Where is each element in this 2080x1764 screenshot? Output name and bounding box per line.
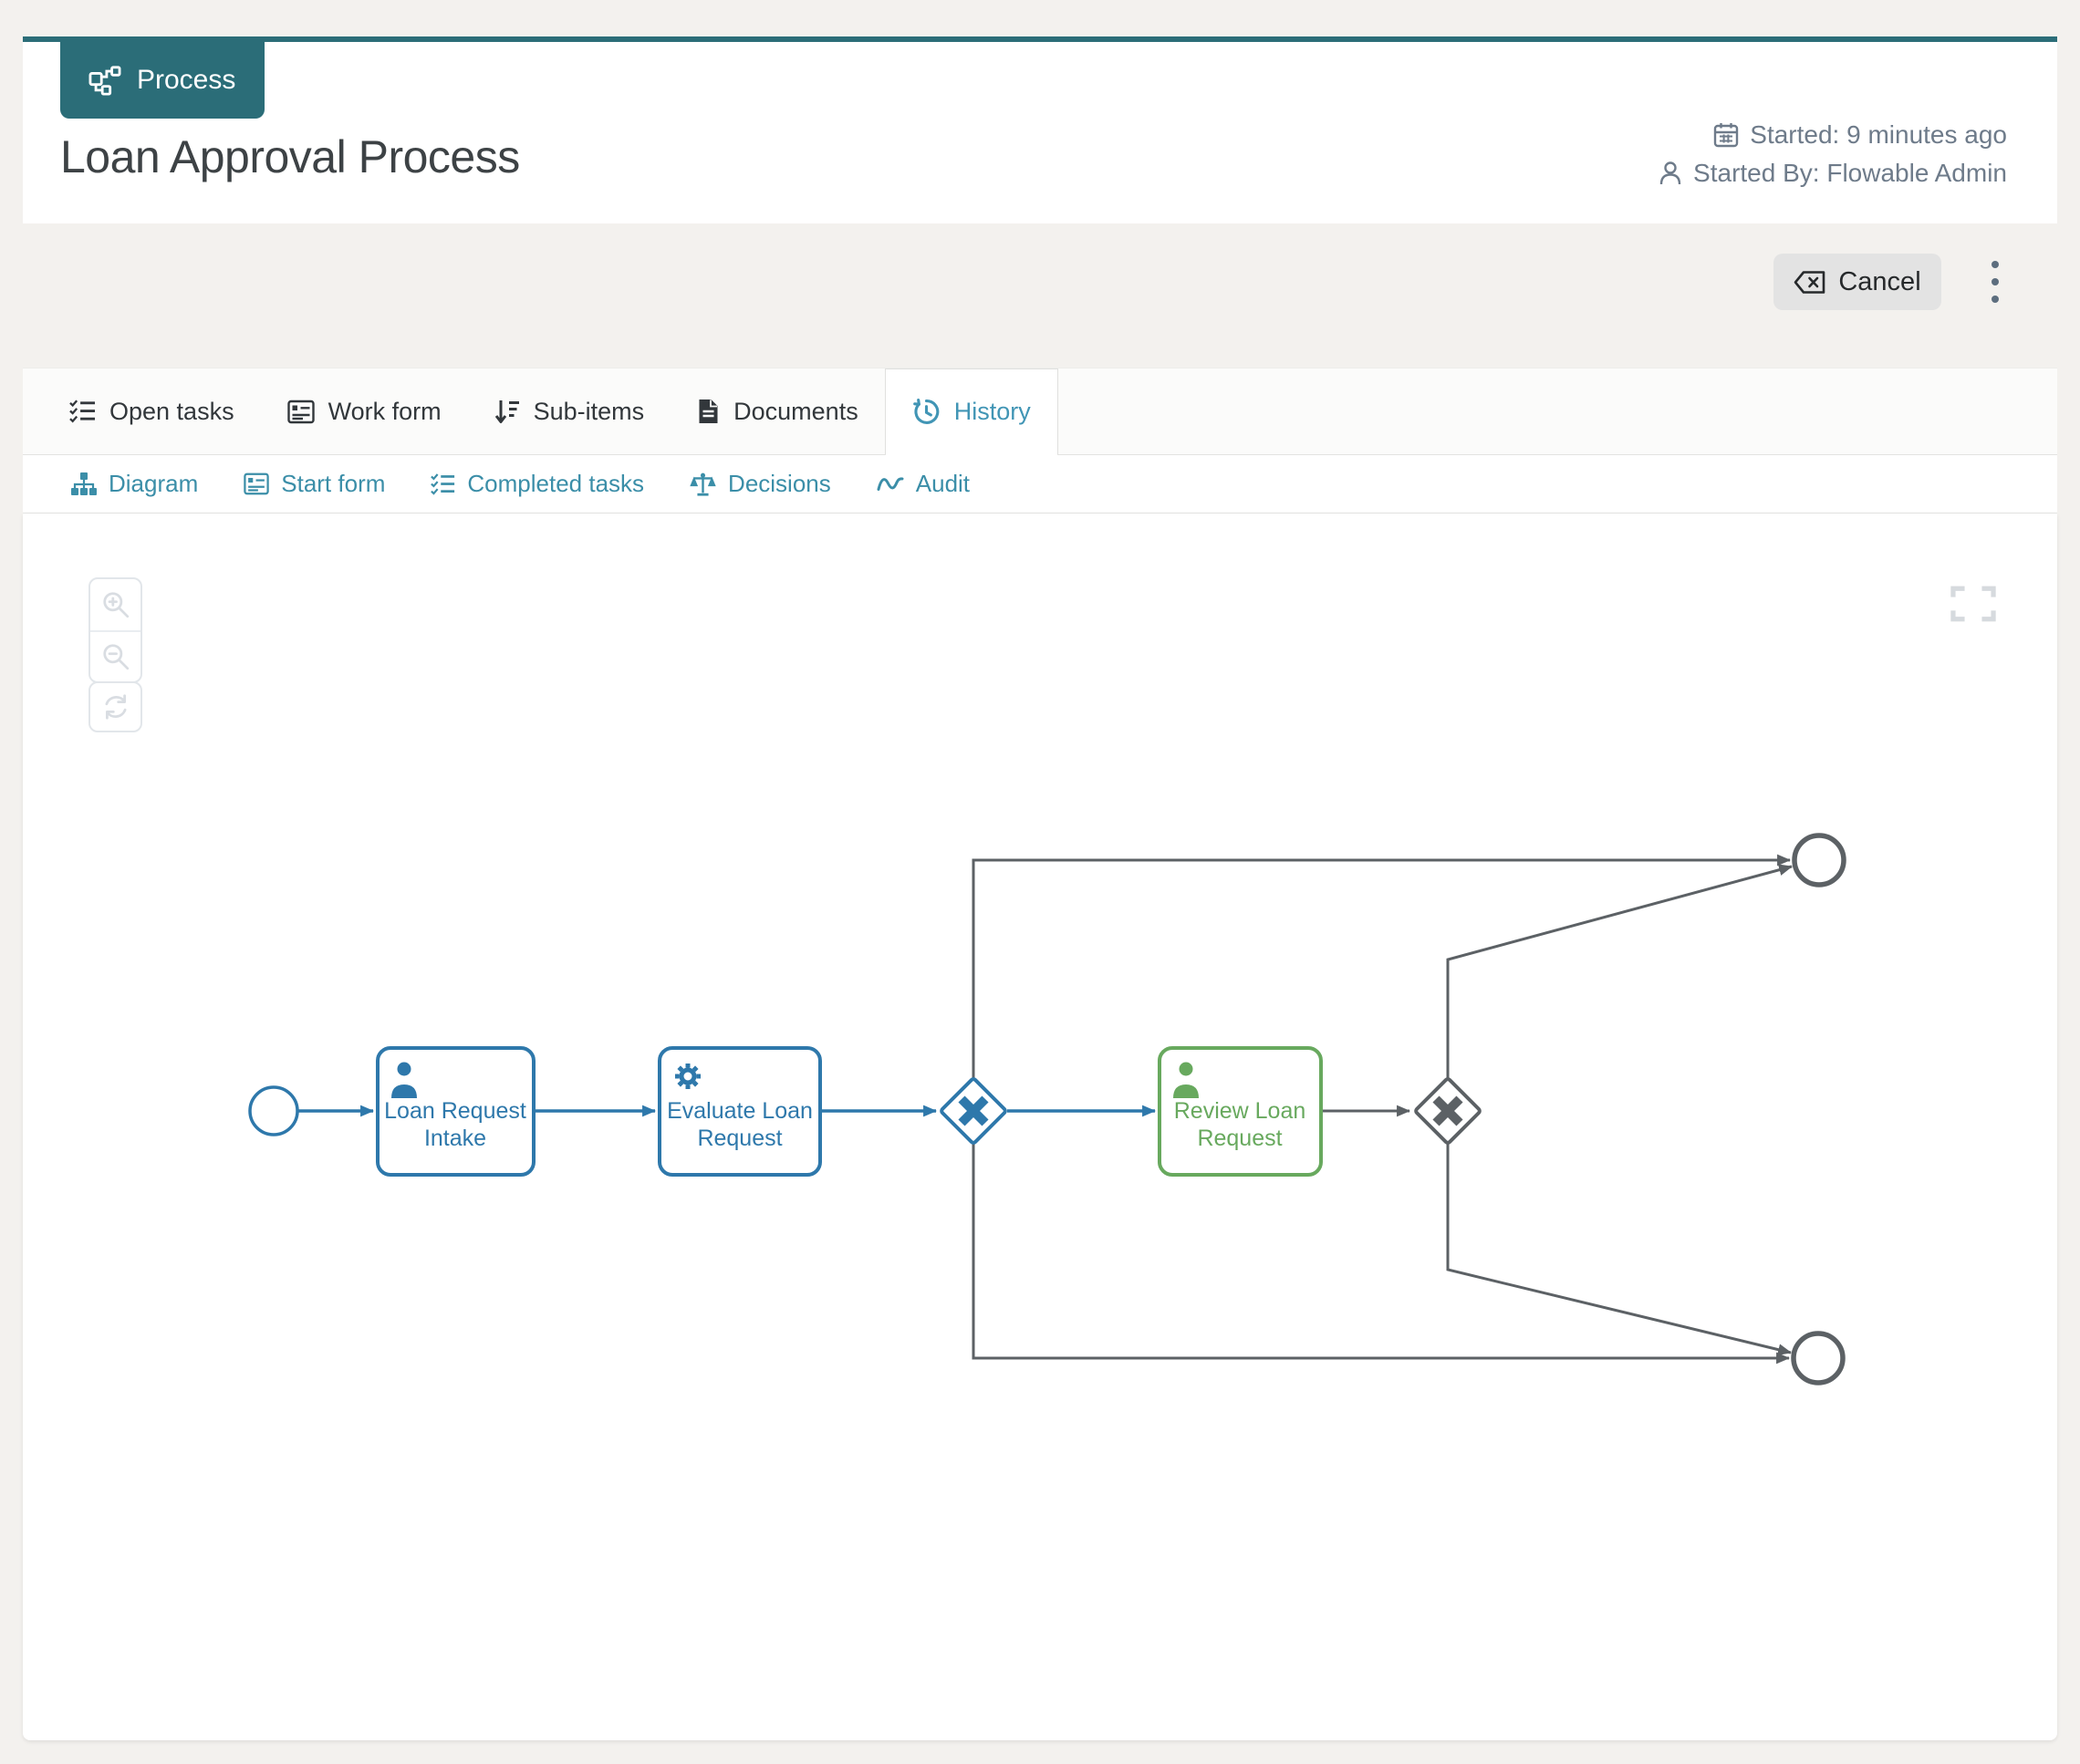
kebab-dot	[1992, 261, 1999, 268]
task-label-line1: Review Loan	[1174, 1098, 1306, 1124]
started-by-row: Started By: Flowable Admin	[1659, 159, 2007, 188]
flow-gateway2-to-top-end	[1446, 864, 1794, 1080]
history-subtab-bar: Diagram Start form Completed tasks	[23, 455, 2057, 514]
flow-gateway1-to-top-end	[972, 854, 1792, 1080]
flow-gateway2-to-bottom-end	[1446, 1142, 1793, 1355]
subtab-completed-tasks[interactable]: Completed tasks	[408, 455, 667, 513]
fullscreen-icon	[1950, 586, 1996, 622]
tab-label: Work form	[328, 397, 442, 425]
form-icon	[244, 472, 269, 495]
exclusive-gateway-2	[1414, 1077, 1482, 1145]
subtab-label: Diagram	[109, 470, 199, 497]
tab-label: Documents	[733, 397, 858, 425]
kebab-dot	[1992, 296, 1999, 303]
zoom-controls	[88, 577, 142, 732]
user-task-icon	[1173, 1062, 1199, 1098]
history-icon	[912, 398, 940, 424]
page-title: Loan Approval Process	[60, 131, 520, 182]
refresh-icon	[104, 694, 127, 720]
sitemap-icon	[71, 472, 97, 495]
tab-open-tasks[interactable]: Open tasks	[43, 368, 261, 454]
document-icon	[699, 399, 718, 423]
more-actions-menu[interactable]	[1981, 259, 2009, 305]
service-task-icon	[675, 1064, 701, 1089]
started-by-text: Started By: Flowable Admin	[1693, 159, 2007, 187]
end-event-top	[1792, 833, 1846, 887]
scale-icon	[690, 472, 716, 496]
tab-history[interactable]: History	[884, 368, 1058, 455]
cancel-label: Cancel	[1838, 266, 1921, 296]
zoom-in-icon	[102, 592, 129, 618]
tasks-icon	[431, 472, 455, 495]
tab-work-form[interactable]: Work form	[261, 368, 468, 454]
subtab-audit[interactable]: Audit	[854, 455, 993, 513]
tab-bar: Open tasks Work form Sub-items Documents	[23, 368, 2057, 455]
diagram-canvas[interactable]: Loan Request Intake Evaluate Loan Reques…	[23, 514, 2057, 1740]
subtab-label: Audit	[915, 470, 971, 497]
task-label-line1: Evaluate Loan	[667, 1098, 813, 1124]
tab-label: History	[953, 398, 1031, 425]
subtab-label: Completed tasks	[467, 470, 645, 497]
task-review-loan-request[interactable]: Review Loan Request	[1158, 1046, 1323, 1177]
zoom-reset-button[interactable]	[90, 683, 140, 731]
zoom-out-button[interactable]	[90, 630, 140, 681]
started-text: Started: 9 minutes ago	[1750, 120, 2007, 149]
subtab-diagram[interactable]: Diagram	[48, 455, 221, 513]
process-type-badge: Process	[60, 42, 265, 119]
subtab-label: Decisions	[728, 470, 831, 497]
tab-sub-items[interactable]: Sub-items	[468, 368, 671, 454]
tasks-icon	[69, 399, 96, 423]
task-loan-request-intake[interactable]: Loan Request Intake	[376, 1046, 536, 1177]
subtab-start-form[interactable]: Start form	[221, 455, 408, 513]
subtab-label: Start form	[281, 470, 386, 497]
tab-label: Open tasks	[109, 397, 234, 425]
zoom-out-icon	[102, 644, 129, 670]
task-label-line2: Request	[1197, 1126, 1282, 1151]
end-event-bottom	[1791, 1331, 1846, 1385]
subtab-decisions[interactable]: Decisions	[667, 455, 854, 513]
started-row: Started: 9 minutes ago	[1713, 120, 2007, 150]
calendar-icon	[1713, 122, 1739, 148]
exclusive-gateway-1	[940, 1077, 1007, 1145]
start-event	[248, 1085, 299, 1136]
process-icon	[88, 65, 122, 96]
flow-gateway1-to-bottom-end	[972, 1142, 1791, 1365]
zoom-in-button[interactable]	[90, 579, 140, 630]
task-evaluate-loan-request[interactable]: Evaluate Loan Request	[658, 1046, 822, 1177]
task-label-line2: Request	[697, 1126, 782, 1151]
form-icon	[286, 399, 315, 423]
bpmn-diagram: Loan Request Intake Evaluate Loan Reques…	[248, 833, 1846, 1385]
backspace-icon	[1794, 270, 1826, 295]
fullscreen-button[interactable]	[1950, 585, 1997, 623]
tab-documents[interactable]: Documents	[671, 368, 885, 454]
header-card: Process Loan Approval Process Started: 9…	[23, 36, 2057, 223]
process-badge-label: Process	[137, 65, 236, 95]
cancel-button[interactable]: Cancel	[1773, 254, 1941, 310]
kebab-dot	[1992, 278, 1999, 285]
sort-icon	[494, 400, 519, 423]
wave-icon	[877, 477, 904, 491]
header-meta: Started: 9 minutes ago Started By: Flowa…	[1659, 120, 2007, 188]
tab-label: Sub-items	[533, 397, 645, 425]
user-icon	[1659, 161, 1682, 186]
task-label-line2: Intake	[424, 1126, 486, 1151]
task-label-line1: Loan Request	[384, 1098, 526, 1124]
user-task-icon	[391, 1062, 417, 1098]
